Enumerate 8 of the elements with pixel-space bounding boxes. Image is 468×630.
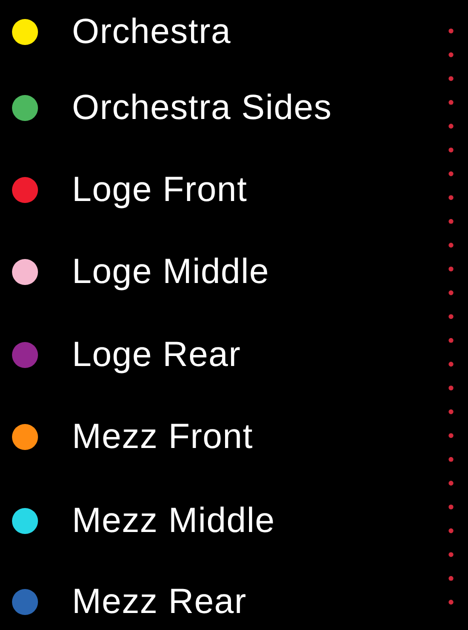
legend-label: Mezz Rear — [72, 582, 247, 622]
legend-label: Orchestra — [72, 12, 232, 52]
legend-label: Orchestra Sides — [72, 88, 332, 128]
legend-label: Loge Rear — [72, 335, 241, 375]
legend-label: Mezz Middle — [72, 501, 276, 541]
legend-label: Mezz Front — [72, 417, 254, 457]
legend-label: Loge Middle — [72, 252, 270, 292]
legend-label: Loge Front — [72, 170, 248, 210]
